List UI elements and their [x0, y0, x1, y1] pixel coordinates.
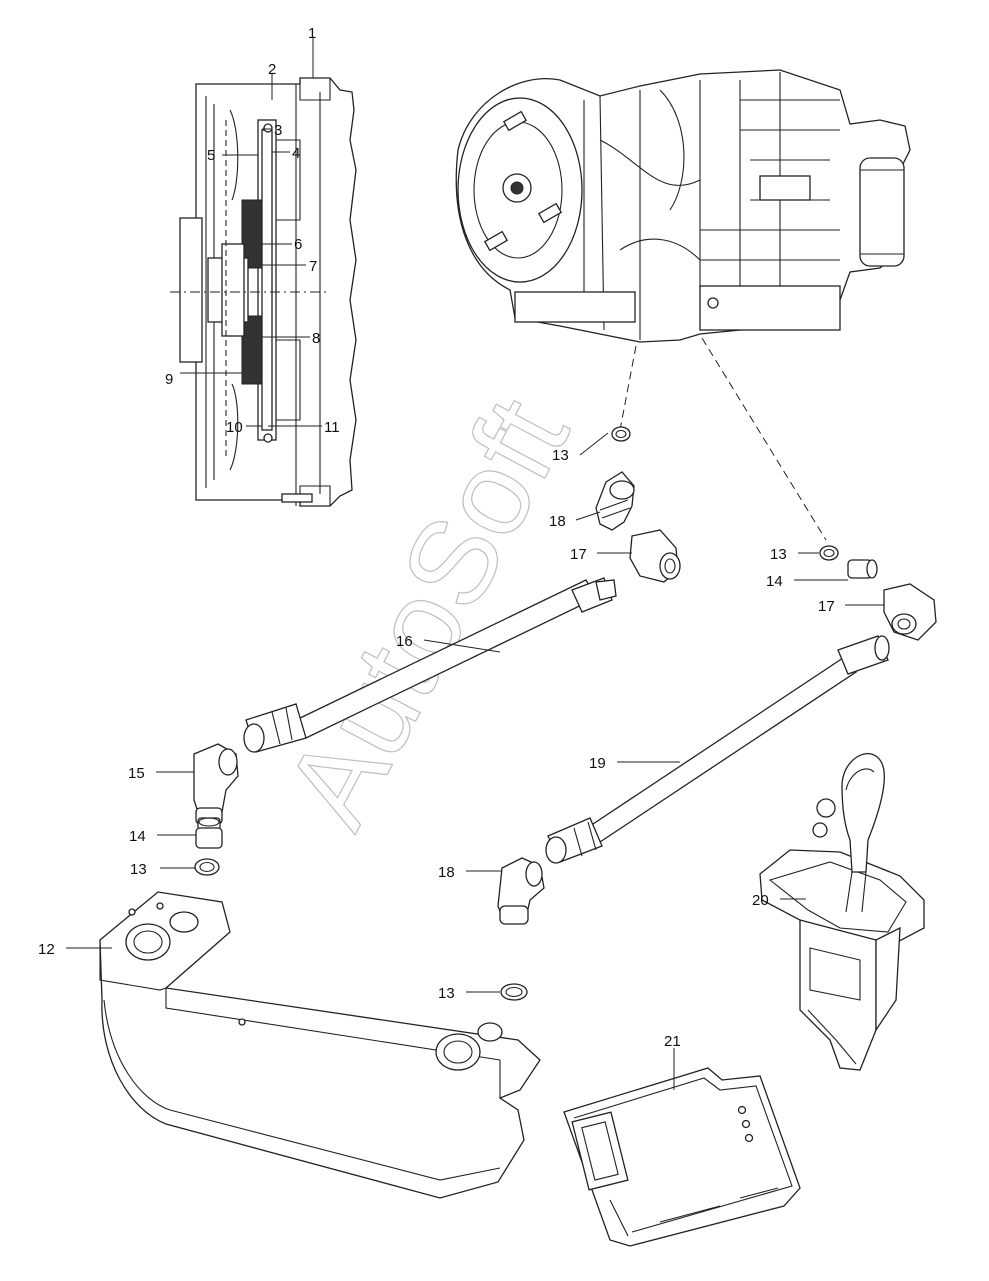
callout-18a: 18: [549, 513, 566, 530]
hose-19: [545, 635, 890, 864]
elbow-fitting-18b: [497, 857, 545, 925]
seal-ring-13a: [611, 426, 631, 442]
callout-labels: 1 2 3 4 5 6 7 8 9 10 11 12 13 13 13 13 1…: [38, 25, 835, 1050]
hose-16: [243, 577, 617, 753]
callout-19: 19: [589, 755, 606, 772]
adapter-14b: [847, 559, 878, 579]
callout-8: 8: [312, 330, 320, 347]
torque-converter-section: [170, 77, 357, 507]
gear-selector-20: [759, 753, 925, 1071]
adapter-14a: [195, 817, 223, 849]
callout-11: 11: [324, 419, 340, 436]
callout-17a: 17: [570, 546, 587, 563]
seal-ring-13b: [819, 545, 839, 561]
seal-ring-13d: [500, 983, 528, 1001]
callout-13a: 13: [552, 447, 569, 464]
callout-14b: 14: [766, 573, 783, 590]
callout-1: 1: [308, 25, 316, 42]
callout-10: 10: [226, 419, 243, 436]
oil-cooler-12: [99, 891, 541, 1199]
callout-13d: 13: [438, 985, 455, 1002]
seal-ring-13c: [194, 858, 220, 876]
transmission-assembly: [455, 69, 911, 343]
elbow-fitting-17a: [629, 529, 681, 583]
callout-2: 2: [268, 61, 276, 78]
callout-16: 16: [396, 633, 413, 650]
callout-14a: 14: [129, 828, 146, 845]
control-unit-21: [563, 1067, 801, 1247]
callout-17b: 17: [818, 598, 835, 615]
callout-7: 7: [309, 258, 317, 275]
callout-18b: 18: [438, 864, 455, 881]
elbow-fitting-18a: [595, 471, 635, 531]
callout-15: 15: [128, 765, 145, 782]
callout-21: 21: [664, 1033, 681, 1050]
callout-leaders: [66, 38, 884, 1090]
callout-12: 12: [38, 941, 55, 958]
callout-4: 4: [292, 145, 300, 162]
callout-9: 9: [165, 371, 173, 388]
callout-13b: 13: [770, 546, 787, 563]
elbow-fitting-15: [193, 743, 239, 825]
callout-5: 5: [207, 147, 215, 164]
callout-20: 20: [752, 892, 769, 909]
callout-3: 3: [274, 122, 282, 139]
elbow-fitting-17b: [883, 583, 937, 641]
callout-6: 6: [294, 236, 302, 253]
callout-13c: 13: [130, 861, 147, 878]
